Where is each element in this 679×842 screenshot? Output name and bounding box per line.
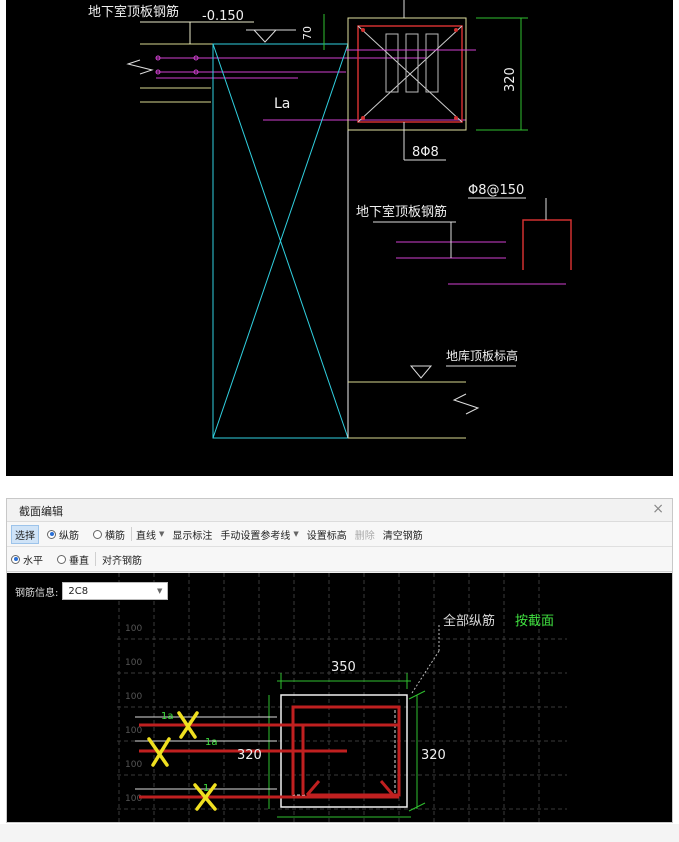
cad-drawing-svg: 地下室顶板钢筋 -0.150 70 320 La 8Φ8 Φ8@150 地下室顶…	[88, 0, 572, 439]
column-stirrup	[357, 25, 463, 123]
rebar-dot	[193, 69, 199, 75]
panel-titlebar: 截面编辑 ×	[7, 499, 672, 522]
chevron-down-icon: ▼	[293, 530, 299, 538]
radio-unchecked-icon	[93, 529, 102, 539]
grid-label: 100	[125, 658, 142, 668]
column-bar	[385, 33, 399, 93]
dim-tick	[408, 690, 426, 700]
error-marks	[147, 711, 217, 811]
cross-mark-icon	[179, 711, 199, 739]
label-leader	[411, 650, 440, 694]
label-dim-320: 320	[503, 67, 518, 92]
rebar-info-label: 钢筋信息:	[15, 587, 59, 599]
vertical-label: 垂直	[69, 555, 89, 567]
clear-rebar-button[interactable]: 清空钢筋	[382, 530, 423, 542]
section-canvas-svg: 100 100 100 100 100 100	[117, 573, 567, 822]
transverse-radio[interactable]: 横筋	[93, 527, 125, 542]
longitudinal-radio[interactable]: 纵筋	[47, 527, 79, 542]
lower-elevation-triangle	[409, 365, 433, 379]
manual-ref-line-dropdown[interactable]: 手动设置参考线▼	[220, 527, 298, 542]
close-icon[interactable]: ×	[652, 501, 664, 517]
rebar-dot	[155, 69, 161, 75]
label-8phi8: 8Φ8	[412, 145, 439, 160]
section-edit-panel: 截面编辑 × 选择 纵筋 横筋 直线▼ 显示标注 手动设置参考线▼ 设置标高 删…	[6, 498, 673, 823]
stirrup-detail	[522, 219, 572, 270]
column-cross	[357, 25, 463, 123]
break-symbol-right	[452, 393, 480, 415]
show-annotation-button[interactable]: 显示标注	[172, 530, 213, 542]
transverse-label: 横筋	[105, 530, 125, 542]
column-bar	[405, 33, 419, 93]
line-label: 直线	[136, 530, 156, 542]
label-basement-roof-rebar-mid: 地下室顶板钢筋	[356, 204, 447, 220]
rebar-info-select[interactable]: 2C8 ▼	[62, 582, 169, 600]
column-rebar-dot	[361, 28, 365, 32]
rebar-dot	[193, 55, 199, 61]
chevron-down-icon: ▼	[159, 530, 165, 538]
label-la-3: 1	[203, 783, 209, 794]
column-section-outer	[347, 17, 467, 131]
label-dim-350: 350	[331, 660, 356, 675]
toolbar-secondary: 水平 垂直 对齐钢筋	[7, 547, 672, 572]
grid-label: 100	[125, 624, 142, 634]
column-rebar-dot	[454, 116, 458, 120]
grid-label: 100	[125, 692, 142, 702]
panel-title: 截面编辑	[19, 505, 63, 518]
label-la-1: 1a	[161, 711, 174, 722]
elevation-triangle	[252, 29, 278, 43]
label-stirrup: Φ8@150	[468, 183, 524, 198]
label-dim-70: 70	[301, 26, 314, 40]
beam-cross	[212, 43, 349, 439]
column-bar	[425, 33, 439, 93]
grid-label: 100	[125, 760, 142, 770]
rebar-info-row: 钢筋信息: 2C8 ▼	[15, 582, 169, 600]
cross-mark-icon	[195, 783, 217, 811]
stirrup-hook	[305, 780, 321, 796]
dim-tick	[408, 802, 426, 812]
line-dropdown[interactable]: 直线▼	[136, 527, 164, 542]
grid-labels: 100 100 100 100 100 100	[125, 624, 142, 804]
label-dim-320-left: 320	[237, 748, 262, 763]
radio-checked-icon	[47, 529, 56, 539]
radio-unchecked-icon	[57, 554, 66, 564]
toolbar-separator	[95, 552, 96, 566]
footer-area	[0, 824, 679, 842]
select-button[interactable]: 选择	[11, 524, 39, 544]
chevron-down-icon: ▼	[156, 587, 163, 595]
radio-checked-icon	[11, 554, 20, 564]
rebar-dot	[155, 55, 161, 61]
rebar-info-value: 2C8	[68, 585, 89, 597]
label-la: La	[274, 96, 290, 112]
align-rebar-button[interactable]: 对齐钢筋	[102, 555, 142, 567]
cross-mark-icon	[151, 737, 171, 767]
toolbar-main: 选择 纵筋 横筋 直线▼ 显示标注 手动设置参考线▼ 设置标高 删除 清空钢筋	[7, 522, 672, 547]
vertical-radio[interactable]: 垂直	[57, 552, 89, 567]
cad-drawing-view[interactable]: 地下室顶板钢筋 -0.150 70 320 La 8Φ8 Φ8@150 地下室顶…	[6, 0, 673, 476]
manual-ref-line-label: 手动设置参考线	[220, 530, 291, 542]
grid-label: 100	[125, 726, 142, 736]
label-basement-roof-elev: 地库顶板标高	[446, 348, 518, 363]
toolbar-separator	[131, 527, 132, 541]
label-dim-320-right: 320	[421, 748, 446, 763]
stirrup	[291, 705, 401, 797]
longitudinal-label: 纵筋	[59, 530, 79, 542]
label-la-2: 1a	[205, 737, 218, 748]
break-symbol-left	[126, 59, 154, 75]
grid-label: 100	[125, 794, 142, 804]
section-canvas[interactable]: 100 100 100 100 100 100	[7, 573, 672, 822]
label-all-long-rebar: 全部纵筋	[443, 613, 495, 629]
column-rebar-dot	[454, 28, 458, 32]
stirrup-hook	[379, 780, 395, 796]
label-by-section: 按截面	[515, 614, 554, 629]
horizontal-radio[interactable]: 水平	[11, 552, 43, 567]
set-elevation-button[interactable]: 设置标高	[306, 530, 347, 542]
grid-lines	[117, 573, 567, 822]
cross-mark-icon	[147, 737, 169, 767]
delete-button[interactable]: 删除	[354, 530, 375, 542]
label-basement-roof-rebar-top: 地下室顶板钢筋	[88, 4, 179, 20]
label-elevation: -0.150	[202, 9, 244, 24]
horizontal-label: 水平	[23, 555, 43, 567]
column-rebar-dot	[361, 116, 365, 120]
